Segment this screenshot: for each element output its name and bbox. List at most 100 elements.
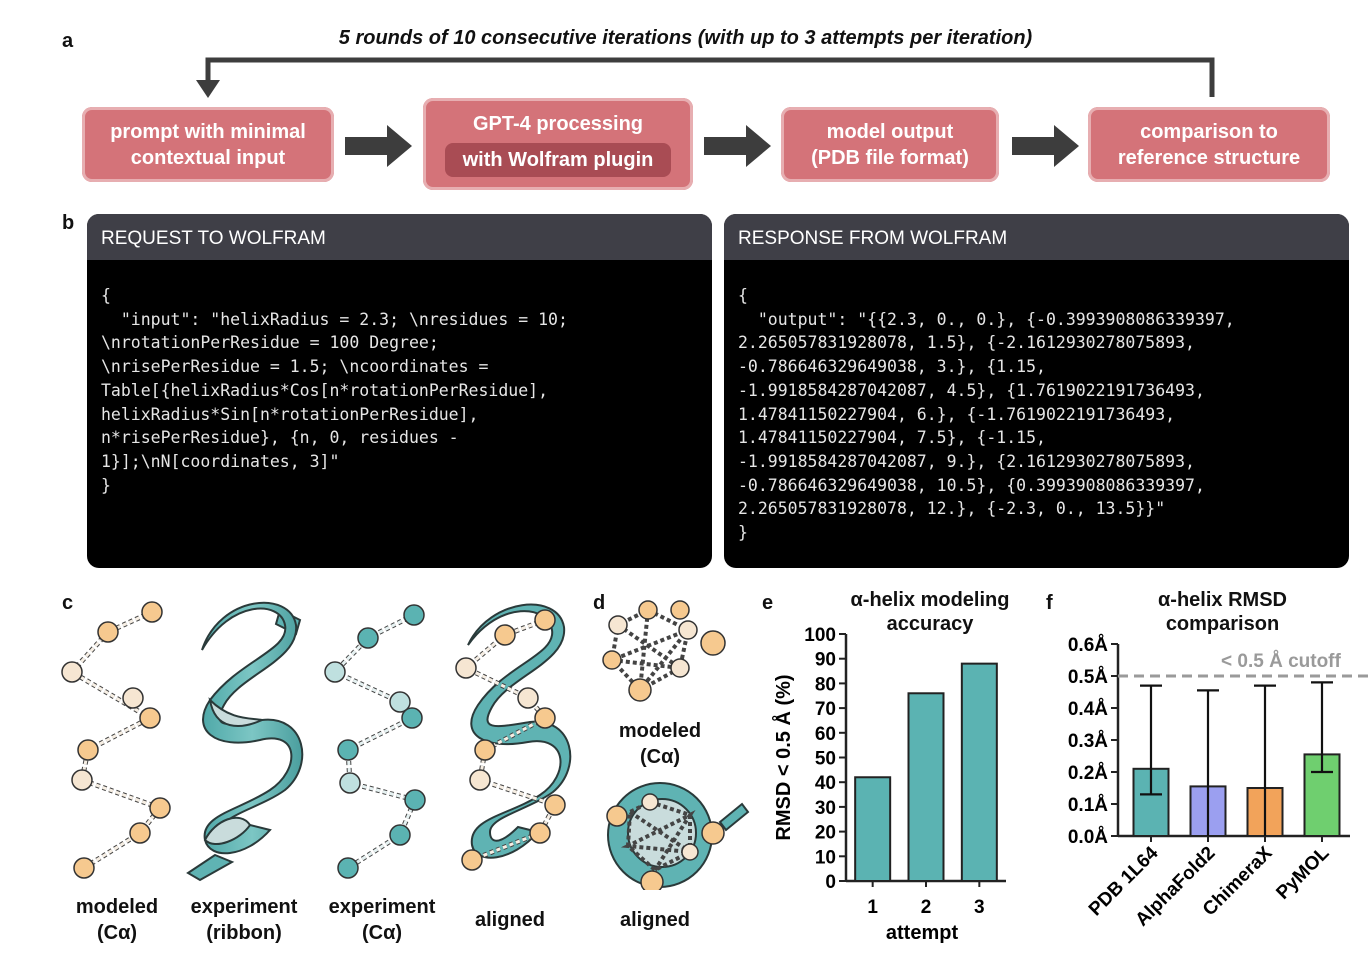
chart-e-bar xyxy=(854,776,892,882)
caption-aligned-d: aligned xyxy=(619,909,690,931)
chart-e-title-line2: accuracy xyxy=(886,613,974,635)
request-line: n*risePerResidue}, {n, 0, residues - xyxy=(101,428,459,448)
request-line: \nrotationPerResidue = 100 Degree; xyxy=(101,333,439,353)
request-line: } xyxy=(101,475,111,495)
chart-e-x-tick-label: 3 xyxy=(974,897,985,918)
response-line: "output": "{{2.3, 0., 0.}, {-0.399390808… xyxy=(738,309,1235,329)
response-line: 1.47841150227904, 6.}, {-1.7619022191736… xyxy=(738,404,1176,424)
caption-exp-ca: experiment (Cα) xyxy=(318,894,446,946)
response-line: { xyxy=(738,286,748,305)
request-line: helixRadius*Sin[n*rotationPerResidue], xyxy=(101,404,479,424)
response-panel: RESPONSE FROM WOLFRAM { "output": "{{2.3… xyxy=(724,214,1349,568)
chart-e-y-tick-label: 10 xyxy=(815,847,836,868)
structure-illustrations xyxy=(61,600,750,890)
caption-ribbon: experiment (ribbon) xyxy=(180,894,308,946)
panel-label-d: d xyxy=(593,592,606,614)
chart-e-y-tick-label: 70 xyxy=(815,699,836,720)
chart-e-y-tick-label: 80 xyxy=(815,674,836,695)
step-arrow-3 xyxy=(1012,125,1079,167)
step-compare-line1: comparison to xyxy=(1140,120,1278,143)
caption-ribbon-line1: experiment xyxy=(190,896,298,918)
experiment-ca-chain xyxy=(324,604,426,879)
chart-e-y-tick-label: 100 xyxy=(804,625,836,646)
chart-f: 0.0Å 0.1Å 0.2Å 0.3Å 0.4Å 0.5Å 0.6Å < 0.5 Å cuto… xyxy=(1068,635,1370,931)
step-gpt4-line1: GPT-4 processing xyxy=(472,113,644,135)
step-arrow-2 xyxy=(704,125,771,167)
chart-f-title-line1: α-helix RMSD xyxy=(1158,589,1287,611)
response-line: 2.265057831928078, 12.}, {-2.3, 0., 13.5… xyxy=(738,499,1166,519)
step-output-line1: model output xyxy=(826,120,954,143)
panel-label-a: a xyxy=(62,30,74,52)
chart-f-title-line2: comparison xyxy=(1165,613,1280,635)
modeled-top-view xyxy=(602,600,726,702)
step-output-line2: (PDB file format) xyxy=(811,146,969,169)
chart-e-bar xyxy=(907,692,945,882)
response-line: 1.47841150227904, 7.5}, {-1.15, xyxy=(738,428,1046,448)
request-line: \nrisePerResidue = 1.5; \ncoordinates = xyxy=(101,357,489,377)
response-line: -0.786646329649038, 3.}, {1.15, xyxy=(738,357,1046,377)
request-panel: REQUEST TO WOLFRAM { "input": "helixRadi… xyxy=(87,214,712,568)
chart-f-y-tick-label: 0.6Å xyxy=(1068,635,1108,656)
step-prompt-line1: prompt with minimal xyxy=(110,120,306,143)
caption-exp-ca-line2: (Cα) xyxy=(361,922,403,944)
chart-e-title: α-helix modeling accuracy xyxy=(820,588,1040,636)
chart-e-x-label: attempt xyxy=(886,922,959,944)
chart-e-y-tick-label: 40 xyxy=(815,773,836,794)
step-model-output: model output (PDB file format) xyxy=(781,107,999,182)
chart-f-y-tick-label: 0.5Å xyxy=(1068,667,1108,688)
aligned-helix xyxy=(455,603,572,871)
response-line: -1.9918584287042087, 4.5}, {1.7619022191… xyxy=(738,380,1205,400)
step-comparison: comparison to reference structure xyxy=(1088,107,1330,182)
panel-label-c: c xyxy=(62,592,74,614)
step-compare-line2: reference structure xyxy=(1117,146,1301,169)
step-arrow-1 xyxy=(345,125,412,167)
step-prompt: prompt with minimal contextual input xyxy=(82,107,334,182)
chart-f-y-tick-label: 0.1Å xyxy=(1068,795,1108,816)
caption-modeled-d: modeled (Cα) xyxy=(605,718,715,770)
chart-f-title: α-helix RMSD comparison xyxy=(1115,588,1330,636)
response-line: 2.265057831928078, 1.5}, {-2.16129302780… xyxy=(738,333,1195,353)
request-line: { xyxy=(101,286,111,305)
caption-ribbon-line2: (ribbon) xyxy=(206,922,282,944)
chart-e-bar xyxy=(960,662,998,882)
request-line: "input": "helixRadius = 2.3; \nresidues … xyxy=(101,309,568,329)
chart-f-y-tick-label: 0.2Å xyxy=(1068,763,1108,784)
request-line: 1}];\nN[coordinates, 3]" xyxy=(101,451,340,471)
chart-f-y-tick-label: 0.3Å xyxy=(1068,731,1108,752)
panel-label-e: e xyxy=(762,592,774,614)
chart-f-y-tick-label: 0.0Å xyxy=(1068,827,1108,848)
chart-e-y-tick-label: 30 xyxy=(815,798,836,819)
chart-e-y-label: RMSD < 0.5 Å (%) xyxy=(771,674,795,840)
chart-e-y-tick-label: 50 xyxy=(815,749,836,770)
step-gpt4-plugin: with Wolfram plugin xyxy=(444,143,672,177)
response-line: -1.9918584287042087, 9.}, {2.16129302780… xyxy=(738,451,1195,471)
response-title: RESPONSE FROM WOLFRAM xyxy=(724,214,1349,260)
caption-aligned-c: aligned xyxy=(474,909,545,931)
chart-f-x-tick-label: PyMOL xyxy=(1272,842,1333,903)
caption-modeled-c-line2: (Cα) xyxy=(96,922,138,944)
request-code: { "input": "helixRadius = 2.3; \nresidue… xyxy=(87,260,712,497)
loop-arrow-head xyxy=(196,80,220,98)
step-gpt4: GPT-4 processing with Wolfram plugin xyxy=(423,98,693,190)
request-line: Table[{helixRadius*Cos[n*rotationPerResi… xyxy=(101,380,549,400)
step-prompt-line2: contextual input xyxy=(130,146,286,169)
request-title: REQUEST TO WOLFRAM xyxy=(87,214,712,260)
panel-label-b: b xyxy=(62,212,75,234)
caption-modeled-d-line1: modeled xyxy=(618,720,702,742)
aligned-top-view xyxy=(606,782,750,890)
caption-modeled-c: modeled (Cα) xyxy=(62,894,172,946)
chart-e-y-tick-label: 90 xyxy=(815,650,836,671)
chart-f-cutoff-label: < 0.5 Å cutoff xyxy=(1221,651,1341,672)
chart-e-x-tick-label: 2 xyxy=(921,897,932,918)
caption-modeled-d-line2: (Cα) xyxy=(639,746,681,768)
loop-label: 5 rounds of 10 consecutive iterations (w… xyxy=(338,27,1033,49)
chart-e-title-line1: α-helix modeling xyxy=(850,589,1010,611)
loop-arrow xyxy=(205,57,1215,97)
chart-e-x-tick-label: 1 xyxy=(867,897,878,918)
caption-modeled-c-line1: modeled xyxy=(75,896,159,918)
chart-e-y-tick-label: 20 xyxy=(815,823,836,844)
chart-f-y-tick-label: 0.4Å xyxy=(1068,699,1108,720)
caption-exp-ca-line1: experiment xyxy=(328,896,436,918)
ribbon-helix xyxy=(186,601,304,882)
